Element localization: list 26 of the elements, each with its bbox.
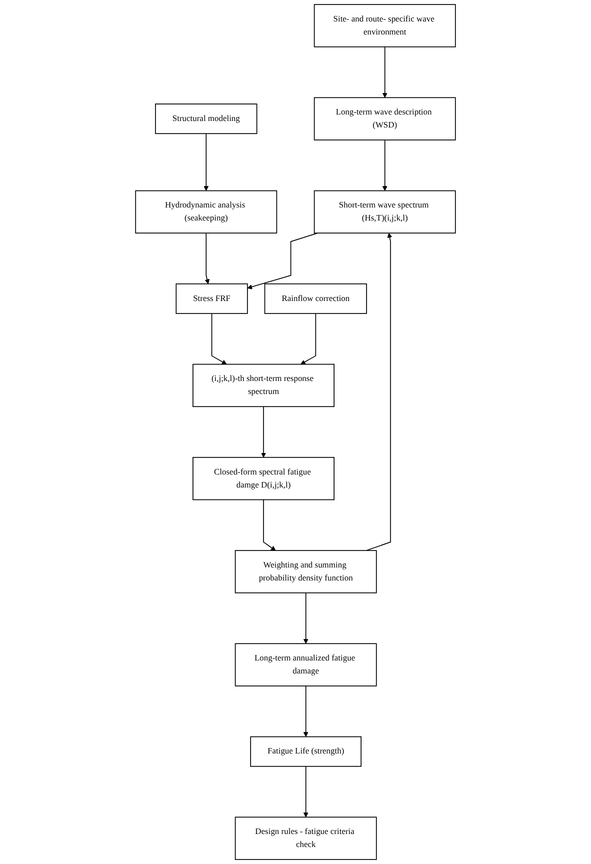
node-box: (i,j;k,l)-th short-term response spectrum [192,364,334,408]
arrow [382,140,388,191]
arrow [247,232,318,290]
arrow [204,232,210,284]
arrow [300,313,316,364]
node-box: Closed-form spectral fatigue damge D(i,j;k,l) [192,456,334,500]
node-box: Stress FRF [176,283,248,314]
arrow [303,766,308,818]
arrow [303,592,308,644]
arrow [211,313,227,364]
arrow [204,133,209,191]
arrow [382,46,388,98]
node-box: Structural modeling [155,104,258,134]
arrow [261,406,266,458]
arrow [366,232,392,551]
node-box: Weighting and summing probability density function [234,550,377,594]
node-box: Rainflow correction [264,283,367,314]
node-box: Long-term annualized fatigue damage [234,643,377,686]
node-box: Hydrodynamic analysis (seakeeping) [135,190,278,234]
node-box: Short-term wave spectrum (Hs,T)(i,j;k,l) [314,190,456,234]
node-box: Design rules - fatigue criteria check [234,816,377,860]
arrow [263,499,276,551]
node-box: Site- and route- specific wave environment [314,4,456,48]
arrow [303,686,308,737]
node-box: Fatigue Life (strength) [250,736,362,767]
node-box: Long-term wave description (WSD) [314,97,456,140]
